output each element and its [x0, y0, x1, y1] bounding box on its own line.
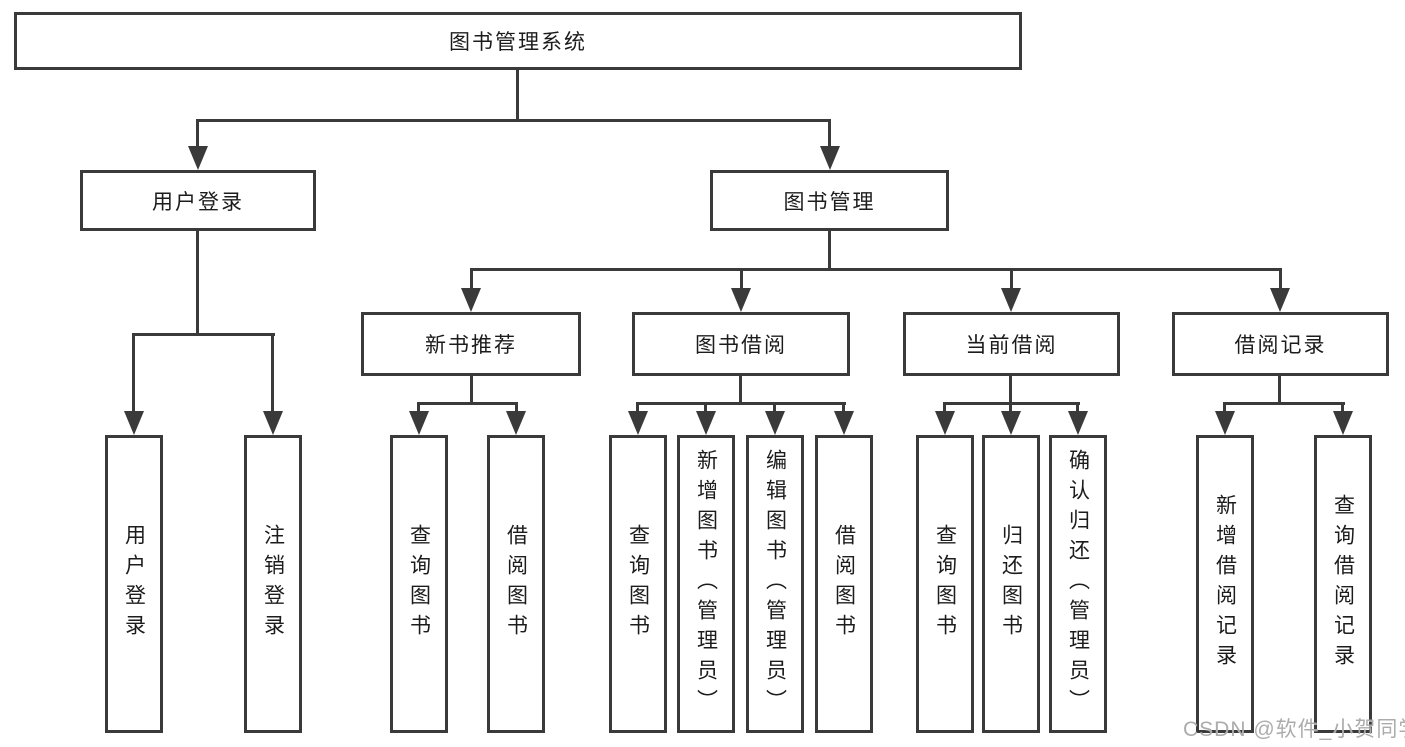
node-current-query-books-label: 查询图书 — [933, 524, 957, 644]
connector-user-login-bar — [132, 333, 275, 336]
node-logout-leaf-label: 注销登录 — [261, 524, 285, 644]
node-root: 图书管理系统 — [14, 12, 1022, 70]
node-book-management-label: 图书管理 — [783, 190, 876, 214]
arrowhead-to-book-borrow — [731, 288, 751, 312]
connector-root-bar — [196, 119, 831, 122]
node-current-confirm-return: 确认归还（管理员） — [1049, 435, 1107, 733]
node-borrow-edit-books-label: 编辑图书（管理员） — [763, 449, 787, 719]
arrowhead-to-borrow-borrow — [834, 411, 854, 435]
node-recommend-borrow-books-label: 借阅图书 — [504, 524, 528, 644]
node-current-return-books-label: 归还图书 — [999, 524, 1023, 644]
connector-borrow-stem — [739, 376, 742, 404]
connector-user-login-left-drop — [132, 333, 135, 413]
node-book-borrow-label: 图书借阅 — [695, 334, 787, 357]
connector-recommend-stem — [470, 376, 473, 404]
node-borrow-query-books-label: 查询图书 — [626, 524, 650, 644]
node-user-login-label: 用户登录 — [152, 190, 244, 214]
csdn-watermark: CSDN @软件_小贺同学 — [1183, 718, 1405, 741]
connector-drop-borrow-records — [1279, 268, 1282, 292]
node-borrow-records: 借阅记录 — [1172, 312, 1389, 376]
connector-recommend-bar — [417, 402, 518, 405]
node-user-login-leaf: 用户登录 — [105, 435, 163, 733]
arrowhead-to-logout-leaf — [263, 411, 283, 435]
connector-borrow-bar — [636, 402, 846, 405]
arrowhead-to-current-return — [1001, 411, 1021, 435]
node-borrow-query-books: 查询图书 — [609, 435, 667, 733]
node-recommend-query-books-label: 查询图书 — [407, 524, 431, 644]
node-current-borrow-label: 当前借阅 — [965, 334, 1058, 357]
arrowhead-to-recommend-borrow — [506, 411, 526, 435]
connector-drop-current-return — [1009, 402, 1012, 414]
node-user-login: 用户登录 — [80, 170, 316, 231]
arrowhead-to-current-borrow — [1001, 288, 1021, 312]
node-records-add-record-label: 新增借阅记录 — [1213, 494, 1237, 674]
node-book-management: 图书管理 — [710, 170, 949, 231]
node-logout-leaf: 注销登录 — [244, 435, 302, 733]
node-borrow-edit-books: 编辑图书（管理员） — [746, 435, 804, 733]
node-records-query-record-label: 查询借阅记录 — [1331, 494, 1355, 674]
arrowhead-to-user-login — [188, 146, 208, 170]
node-current-query-books: 查询图书 — [916, 435, 974, 733]
connector-drop-borrow-add — [704, 402, 707, 414]
node-borrow-add-books-label: 新增图书（管理员） — [694, 449, 718, 719]
arrowhead-to-current-confirm — [1068, 411, 1088, 435]
arrowhead-to-recommend-query — [409, 411, 429, 435]
node-borrow-add-books: 新增图书（管理员） — [677, 435, 735, 733]
connector-user-login-right-drop — [271, 333, 274, 413]
connector-drop-current-confirm — [1076, 402, 1079, 414]
connector-current-stem — [1009, 376, 1012, 404]
connector-drop-new-book-recommend — [470, 268, 473, 292]
arrowhead-to-borrow-records — [1270, 288, 1290, 312]
connector-drop-borrow-query — [636, 402, 639, 414]
node-current-borrow: 当前借阅 — [903, 312, 1120, 376]
connector-drop-borrow-borrow — [842, 402, 845, 414]
node-book-borrow: 图书借阅 — [632, 312, 850, 376]
node-user-login-leaf-label: 用户登录 — [122, 524, 146, 644]
arrowhead-to-user-login-leaf — [124, 411, 144, 435]
arrowhead-to-book-management — [820, 146, 840, 170]
arrowhead-to-borrow-query — [628, 411, 648, 435]
connector-drop-book-borrow — [740, 268, 743, 292]
node-new-book-recommend-label: 新书推荐 — [425, 334, 517, 357]
node-new-book-recommend: 新书推荐 — [361, 312, 581, 376]
arrowhead-to-records-add — [1215, 411, 1235, 435]
arrowhead-to-current-query — [935, 411, 955, 435]
connector-root-stem — [516, 70, 519, 119]
connector-drop-borrow-edit — [773, 402, 776, 414]
connector-root-right-drop — [828, 119, 831, 148]
node-borrow-borrow-books-label: 借阅图书 — [832, 524, 856, 644]
connector-drop-recommend-query — [417, 402, 420, 414]
node-records-query-record: 查询借阅记录 — [1314, 435, 1372, 733]
node-recommend-borrow-books: 借阅图书 — [487, 435, 545, 733]
connector-book-management-stem — [828, 231, 831, 271]
node-borrow-borrow-books: 借阅图书 — [815, 435, 873, 733]
arrowhead-to-borrow-edit — [765, 411, 785, 435]
node-root-label: 图书管理系统 — [449, 31, 587, 54]
connector-drop-current-borrow — [1010, 268, 1013, 292]
connector-drop-records-query — [1341, 402, 1344, 414]
connector-drop-recommend-borrow — [515, 402, 518, 414]
connector-root-left-drop — [196, 119, 199, 148]
node-recommend-query-books: 查询图书 — [390, 435, 448, 733]
arrowhead-to-new-book-recommend — [461, 288, 481, 312]
node-borrow-records-label: 借阅记录 — [1234, 334, 1327, 357]
connector-drop-current-query — [943, 402, 946, 414]
connector-records-bar — [1223, 402, 1345, 405]
node-current-return-books: 归还图书 — [982, 435, 1040, 733]
arrowhead-to-borrow-add — [696, 411, 716, 435]
connector-book-management-bar — [470, 268, 1282, 271]
connector-user-login-stem — [196, 231, 199, 336]
node-current-confirm-return-label: 确认归还（管理员） — [1066, 449, 1090, 719]
node-records-add-record: 新增借阅记录 — [1196, 435, 1254, 733]
arrowhead-to-records-query — [1333, 411, 1353, 435]
connector-records-stem — [1278, 376, 1281, 404]
connector-drop-records-add — [1223, 402, 1226, 414]
